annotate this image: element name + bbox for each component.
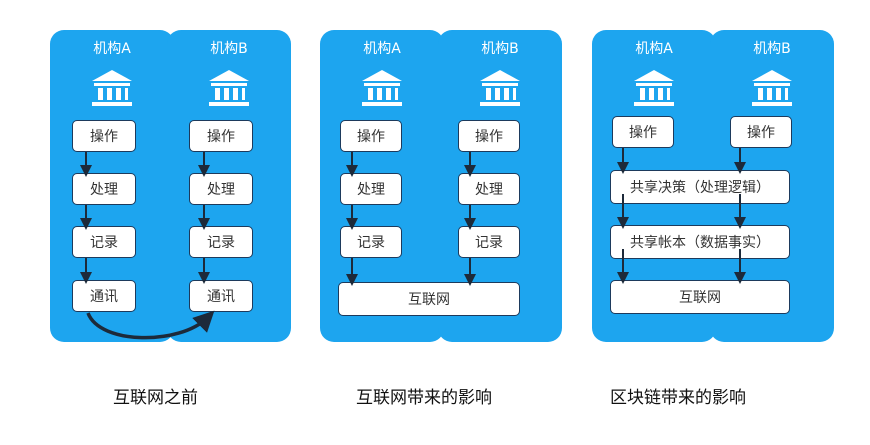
bank-building-icon	[209, 70, 249, 106]
shared-internet: 互联网	[338, 282, 520, 316]
step-process: 处理	[72, 173, 136, 205]
caption-before-internet: 互联网之前	[113, 388, 198, 408]
step-process: 处理	[189, 173, 253, 205]
org-title: 机构B	[210, 41, 248, 57]
step-record: 记录	[189, 226, 253, 258]
shared-ledger: 共享帐本（数据事实）	[610, 225, 790, 259]
org-title: 机构A	[635, 41, 673, 57]
panel1-org-a: 机构A 操作 处理 记录 通讯	[50, 30, 174, 342]
bank-building-icon	[362, 70, 402, 106]
step-process: 处理	[340, 173, 402, 205]
org-title: 机构A	[363, 41, 401, 57]
caption-blockchain-impact: 区块链带来的影响	[610, 388, 746, 408]
caption-internet-impact: 互联网带来的影响	[356, 388, 492, 408]
bank-building-icon	[752, 70, 792, 106]
step-operate: 操作	[189, 120, 253, 152]
step-operate: 操作	[72, 120, 136, 152]
step-communicate: 通讯	[72, 280, 136, 312]
org-title: 机构A	[93, 41, 131, 57]
step-process: 处理	[458, 173, 520, 205]
step-record: 记录	[458, 226, 520, 258]
panel1-org-b: 机构B 操作 处理 记录 通讯	[167, 30, 291, 342]
step-operate: 操作	[730, 116, 792, 148]
bank-building-icon	[92, 70, 132, 106]
step-record: 记录	[340, 226, 402, 258]
step-operate: 操作	[458, 120, 520, 152]
step-record: 记录	[72, 226, 136, 258]
step-operate: 操作	[612, 116, 674, 148]
step-communicate: 通讯	[189, 280, 253, 312]
step-operate: 操作	[340, 120, 402, 152]
shared-internet: 互联网	[610, 280, 790, 314]
bank-building-icon	[634, 70, 674, 106]
bank-building-icon	[480, 70, 520, 106]
org-title: 机构B	[753, 41, 791, 57]
shared-decision: 共享决策（处理逻辑）	[610, 170, 790, 204]
org-title: 机构B	[481, 41, 519, 57]
